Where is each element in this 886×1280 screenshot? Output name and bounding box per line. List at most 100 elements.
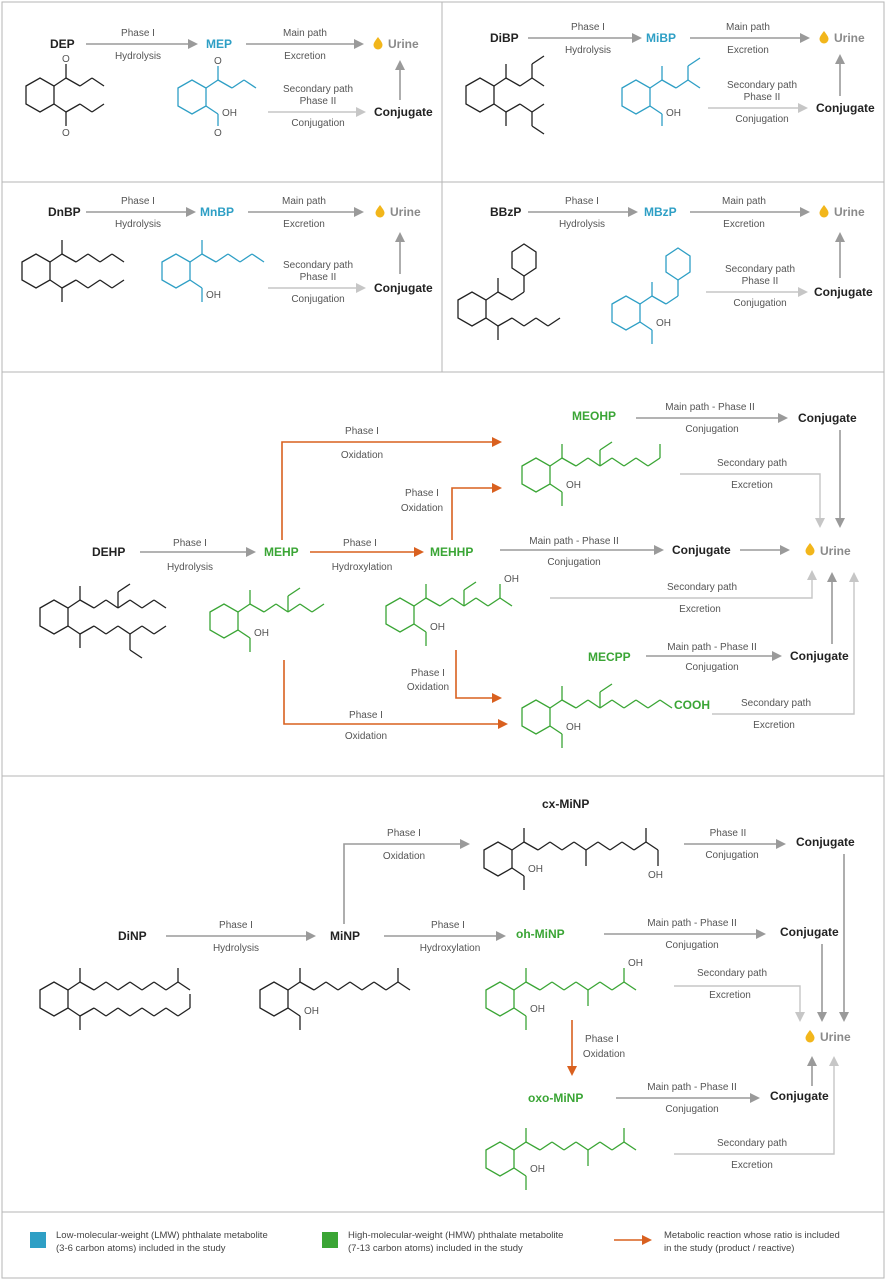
label-main-path: Main path [722,196,766,207]
atom-oh: OH [628,958,643,969]
conjugate-label: Conjugate [374,105,433,119]
compound-dehp: DEHP [92,545,125,559]
compound-mbzp: MBzP [644,205,677,219]
label-conjugation: Conjugation [291,118,344,129]
label-main-path: Main path [726,22,770,33]
compound-mehhp: MEHHP [430,545,473,559]
label-main-path-phase2: Main path - Phase II [647,1082,737,1093]
compound-dinp: DiNP [118,929,147,943]
urine-drop-icon [375,205,385,218]
label-excretion: Excretion [723,219,765,230]
legend-hmw-line1: High-molecular-weight (HMW) phthalate me… [348,1230,563,1241]
urine-label: Urine [390,205,421,219]
label-excretion: Excretion [679,604,721,615]
atom-oh: OH [666,108,681,119]
urine-drop-icon [819,205,829,218]
atom-o: O [62,128,70,139]
label-phase1: Phase I [571,22,605,33]
label-oxidation: Oxidation [583,1049,625,1060]
compound-mehp: MEHP [264,545,299,559]
legend-orange-line1: Metabolic reaction whose ratio is includ… [664,1230,840,1241]
label-oxidation: Oxidation [383,851,425,862]
label-phase1: Phase I [405,488,439,499]
atom-oh: OH [566,722,581,733]
atom-oh: OH [254,628,269,639]
label-secondary-path: Secondary path [283,260,353,271]
label-phase1: Phase I [565,196,599,207]
atom-oh: OH [504,574,519,585]
urine-label: Urine [388,37,419,51]
label-main-path-phase2: Main path - Phase II [665,402,755,413]
label-excretion: Excretion [753,720,795,731]
label-excretion: Excretion [731,1160,773,1171]
atom-oh: OH [222,108,237,119]
mibp-structure-icon [621,57,701,126]
bbzp-structure-icon [457,243,561,340]
conjugate-label: Conjugate [796,835,855,849]
label-hydroxylation: Hydroxylation [420,943,481,954]
panel-dep: DEP Phase I Hydrolysis MEP Main path Exc… [25,28,433,139]
urine-label: Urine [834,31,865,45]
legend-hmw-line2: (7-13 carbon atoms) included in the stud… [348,1243,523,1254]
label-phase1: Phase I [585,1034,619,1045]
label-hydrolysis: Hydrolysis [565,45,611,56]
label-hydrolysis: Hydrolysis [115,51,161,62]
label-phase1: Phase I [349,710,383,721]
label-phase2: Phase II [300,272,337,283]
label-conjugation: Conjugation [665,1104,718,1115]
conjugate-label: Conjugate [780,925,839,939]
compound-meohp: MEOHP [572,409,616,423]
label-hydrolysis: Hydrolysis [559,219,605,230]
label-main-path: Main path [283,28,327,39]
label-conjugation: Conjugation [665,940,718,951]
compound-bbzp: BBzP [490,205,521,219]
label-excretion: Excretion [727,45,769,56]
label-phase2: Phase II [300,96,337,107]
label-phase1: Phase I [345,426,379,437]
oh-minp-structure-icon [485,968,637,1030]
meohp-structure-icon [521,441,661,506]
panel-dinp: DiNP Phase I Hydrolysis MiNP Phase I Oxi… [39,797,855,1190]
panel-bbzp: BBzP Phase I Hydrolysis MBzP Main path E… [457,196,873,344]
label-phase1: Phase I [343,538,377,549]
label-hydrolysis: Hydrolysis [167,562,213,573]
label-secondary-path: Secondary path [283,84,353,95]
atom-o: O [214,56,222,67]
label-conjugation: Conjugation [291,294,344,305]
dibp-structure-icon [465,55,545,135]
label-phase2: Phase II [742,276,779,287]
label-phase2: Phase II [710,828,747,839]
mep-structure-icon [177,66,257,126]
label-conjugation: Conjugation [547,557,600,568]
atom-o: O [62,54,70,65]
label-hydroxylation: Hydroxylation [332,562,393,573]
compound-mecpp: MECPP [588,650,631,664]
legend: Low-molecular-weight (LMW) phthalate met… [30,1230,840,1254]
compound-mibp: MiBP [646,31,676,45]
compound-dnbp: DnBP [48,205,81,219]
conjugate-label: Conjugate [790,649,849,663]
urine-drop-icon [805,543,815,556]
label-main-path: Main path [282,196,326,207]
label-oxidation: Oxidation [345,731,387,742]
compound-dibp: DiBP [490,31,519,45]
urine-label: Urine [820,544,851,558]
label-oxidation: Oxidation [341,450,383,461]
dnbp-structure-icon [21,240,125,302]
legend-lmw-line1: Low-molecular-weight (LMW) phthalate met… [56,1230,268,1241]
mehhp-structure-icon [385,581,513,646]
label-hydrolysis: Hydrolysis [213,943,259,954]
compound-oh-minp: oh-MiNP [516,927,565,941]
atom-oh: OH [648,870,663,881]
label-secondary-path: Secondary path [741,698,811,709]
label-secondary-path: Secondary path [727,80,797,91]
label-secondary-path: Secondary path [717,458,787,469]
mecpp-structure-icon [521,683,673,748]
compound-dep: DEP [50,37,75,51]
oxo-minp-structure-icon [485,1128,637,1190]
cx-minp-structure-icon [483,828,659,890]
compound-minp: MiNP [330,929,360,943]
label-main-path-phase2: Main path - Phase II [529,536,619,547]
